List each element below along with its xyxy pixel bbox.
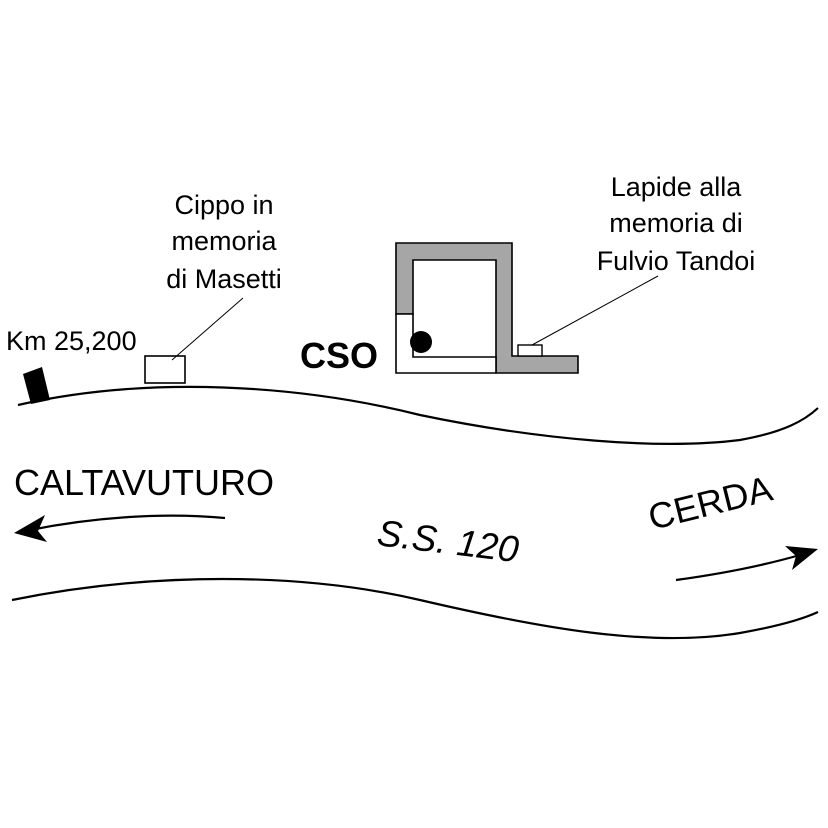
road-edge-south xyxy=(11,577,819,640)
lapide-label-line-3: Fulvio Tandoi xyxy=(597,246,756,276)
east-destination-label: CERDA xyxy=(644,467,776,537)
cippo-label-line-1: Cippo in xyxy=(174,190,273,220)
cippo-label-line-3: di Masetti xyxy=(166,264,282,294)
west-destination-label: CALTAVUTURO xyxy=(14,462,274,503)
km-marker-icon xyxy=(23,367,50,404)
building-wing xyxy=(395,313,497,374)
arrow-west-icon xyxy=(14,514,226,542)
lapide-label-line-1: Lapide alla xyxy=(611,172,743,202)
building-outline xyxy=(395,242,579,374)
cippo-leader-line xyxy=(171,297,244,361)
road-edge-north xyxy=(17,385,819,445)
cippo-marker-icon xyxy=(144,355,186,384)
cippo-label-line-2: memoria xyxy=(171,226,277,256)
lapide-leader-line xyxy=(531,275,659,346)
arrow-east-icon xyxy=(675,546,818,582)
lapide-label-line-2: memoria di xyxy=(609,208,743,238)
cso-dot-icon xyxy=(410,331,432,353)
lapide-marker-icon xyxy=(517,344,543,357)
km-label: Km 25,200 xyxy=(6,326,137,356)
cso-label: CSO xyxy=(300,335,378,376)
road-name-label: S.S. 120 xyxy=(375,512,521,570)
